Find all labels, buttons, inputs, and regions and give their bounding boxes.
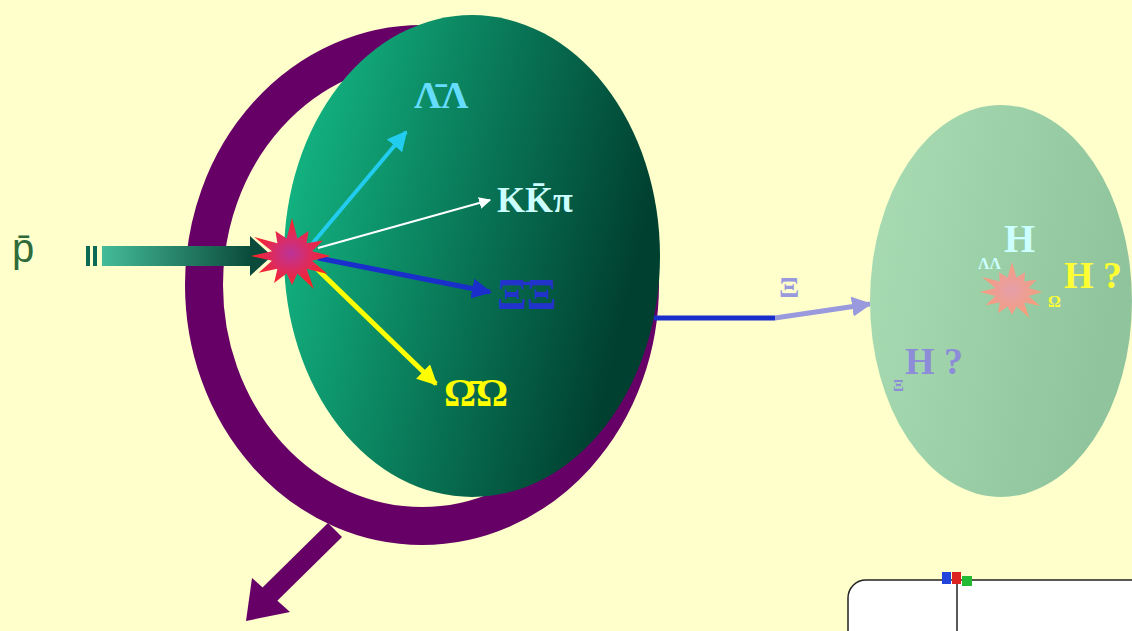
- ring-arrow-shaft: [268, 530, 335, 596]
- edge-label: Ξ: [779, 270, 799, 303]
- production-region: Λ̄Λ KK̄πΞ̄Ξ Ω̄Ω: [284, 15, 660, 497]
- beam-arrow-shaft: [102, 246, 252, 266]
- product-arrow: [318, 200, 490, 248]
- ring-arrow-head: [246, 578, 290, 621]
- corner-line: [956, 584, 958, 631]
- hypernucleus-prefix: Ξ: [893, 378, 904, 395]
- corner-picture: [848, 580, 1132, 631]
- hypernucleus-symbol: H ?: [1064, 256, 1122, 296]
- ellipse-shape: [284, 15, 660, 497]
- corner-square: [942, 572, 951, 584]
- capture-star: [980, 262, 1043, 318]
- particle-pair: Λ̄Λ: [414, 76, 468, 116]
- beam-label: p̄: [12, 226, 34, 270]
- ellipse-fill: [870, 105, 1132, 497]
- particle-pair: Ω̄Ω: [444, 372, 508, 414]
- product-arrow: [318, 258, 490, 292]
- annihilation-star: [251, 218, 331, 289]
- hypernucleus-symbol: H: [1004, 218, 1035, 260]
- product-arrow: [314, 266, 436, 384]
- particle-pair: Ξ̄Ξ: [497, 272, 557, 318]
- particle-transfer-arrow: [654, 304, 870, 318]
- beam-mark: [93, 246, 97, 266]
- hypernucleus-symbol: H ?: [905, 342, 963, 382]
- particle-set: KK̄π: [497, 182, 573, 220]
- hypernucleus-prefix: ΛΛ: [978, 256, 1001, 273]
- corner-square: [962, 576, 972, 586]
- hypernucleus-prefix: Ω: [1048, 294, 1061, 311]
- ellipse-fill: [284, 15, 660, 497]
- corner-square: [952, 572, 961, 584]
- beam-mark: [86, 246, 90, 266]
